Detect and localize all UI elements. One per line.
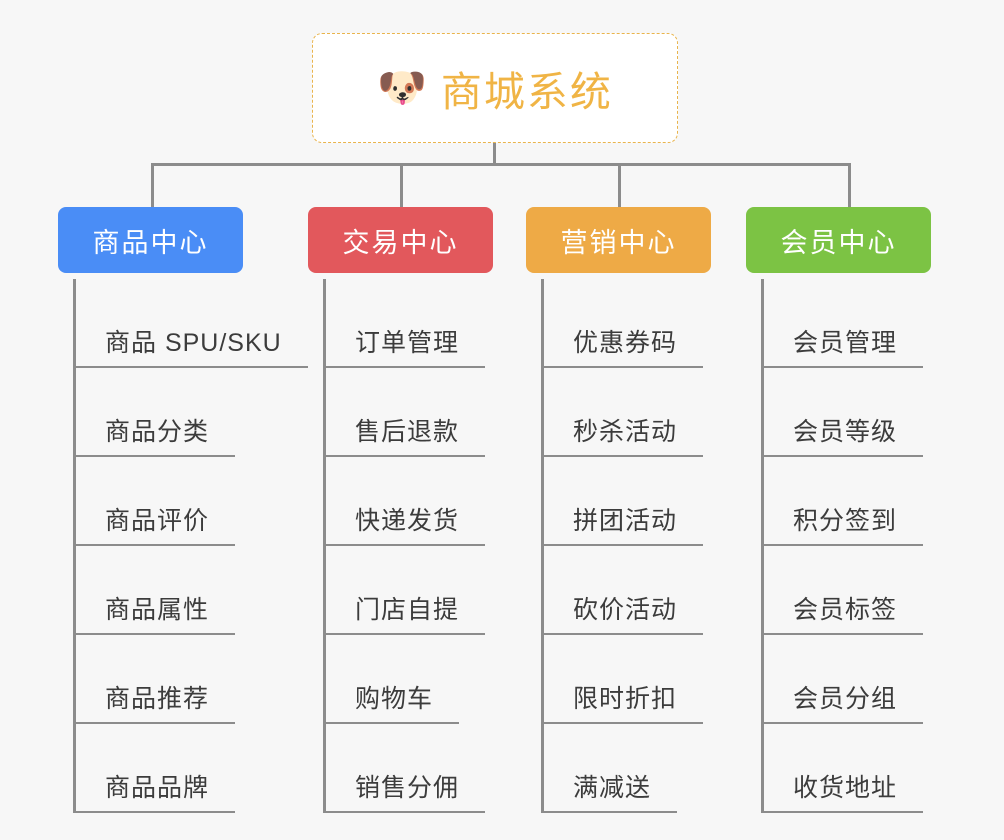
leaf-spine [761, 279, 764, 813]
category-title: 商品中心 [92, 227, 209, 258]
leaf-label: 订单管理 [355, 329, 460, 357]
leaf-item[interactable]: 会员等级 [761, 368, 924, 457]
leaf-item[interactable]: 砍价活动 [541, 546, 704, 635]
column-member-center: 会员中心 会员管理 会员等级 积分签到 会员标签 会员分组 收货地址 [746, 207, 931, 813]
leaf-item[interactable]: 快递发货 [323, 457, 486, 546]
leaf-label: 优惠券码 [573, 329, 678, 357]
column-trade-center: 交易中心 订单管理 售后退款 快递发货 门店自提 购物车 销售分佣 [308, 207, 493, 813]
drop-member-center [848, 163, 851, 209]
drop-trade-center [400, 163, 403, 209]
root-title: 商城系统 [440, 69, 613, 115]
leaf-item[interactable]: 商品推荐 [73, 635, 236, 724]
leaf-item[interactable]: 商品分类 [73, 368, 236, 457]
leaf-label: 商品属性 [105, 596, 210, 624]
leaf-label: 拼团活动 [573, 507, 678, 535]
leaf-item[interactable]: 商品品牌 [73, 724, 236, 813]
leaf-label: 商品评价 [105, 507, 210, 535]
leaf-item[interactable]: 拼团活动 [541, 457, 704, 546]
leaf-spine [323, 279, 326, 813]
leaf-item[interactable]: 订单管理 [323, 279, 486, 368]
leaf-item[interactable]: 商品评价 [73, 457, 236, 546]
root-node[interactable]: 🐶 商城系统 [312, 33, 678, 143]
leaf-label: 秒杀活动 [573, 418, 678, 446]
category-bus [151, 163, 851, 166]
leaf-item[interactable]: 优惠券码 [541, 279, 704, 368]
leaf-label: 会员标签 [793, 596, 898, 624]
leaf-label: 销售分佣 [355, 774, 460, 802]
leaf-item[interactable]: 商品属性 [73, 546, 236, 635]
drop-marketing-center [618, 163, 621, 209]
root-stem [493, 143, 496, 165]
leaf-label: 商品品牌 [105, 774, 210, 802]
leaf-label: 商品分类 [105, 418, 210, 446]
leaf-spine [541, 279, 544, 813]
leaf-label: 会员分组 [793, 685, 898, 713]
leaf-item[interactable]: 会员分组 [761, 635, 924, 724]
leaf-label: 积分签到 [793, 507, 898, 535]
leaf-label: 限时折扣 [573, 685, 678, 713]
leaf-item[interactable]: 会员管理 [761, 279, 924, 368]
category-header-marketing-center[interactable]: 营销中心 [526, 207, 711, 273]
leaf-label: 门店自提 [355, 596, 460, 624]
leaf-item[interactable]: 门店自提 [323, 546, 486, 635]
leaf-label: 砍价活动 [573, 596, 678, 624]
leaf-label: 商品推荐 [105, 685, 210, 713]
column-product-center: 商品中心 商品 SPU/SKU 商品分类 商品评价 商品属性 商品推荐 商品品牌 [58, 207, 308, 813]
leaf-label: 满减送 [573, 774, 652, 802]
leaf-item[interactable]: 售后退款 [323, 368, 486, 457]
leaf-label: 快递发货 [355, 507, 460, 535]
leaf-item[interactable]: 限时折扣 [541, 635, 704, 724]
leaf-label: 会员管理 [793, 329, 898, 357]
leaf-item[interactable]: 积分签到 [761, 457, 924, 546]
shiba-dog-emoji: 🐶 [377, 66, 427, 110]
category-header-member-center[interactable]: 会员中心 [746, 207, 931, 273]
category-title: 交易中心 [342, 227, 459, 258]
category-header-product-center[interactable]: 商品中心 [58, 207, 243, 273]
leaf-label: 会员等级 [793, 418, 898, 446]
leaf-label: 购物车 [355, 685, 434, 713]
leaf-item[interactable]: 会员标签 [761, 546, 924, 635]
leaf-label: 商品 SPU/SKU [105, 329, 282, 357]
column-marketing-center: 营销中心 优惠券码 秒杀活动 拼团活动 砍价活动 限时折扣 满减送 [526, 207, 711, 813]
leaf-item[interactable]: 销售分佣 [323, 724, 486, 813]
leaf-item[interactable]: 购物车 [323, 635, 460, 724]
leaf-item[interactable]: 商品 SPU/SKU [73, 279, 308, 368]
category-title: 会员中心 [780, 227, 897, 258]
leaf-item[interactable]: 秒杀活动 [541, 368, 704, 457]
leaf-item[interactable]: 收货地址 [761, 724, 924, 813]
leaf-item[interactable]: 满减送 [541, 724, 678, 813]
category-header-trade-center[interactable]: 交易中心 [308, 207, 493, 273]
leaf-label: 售后退款 [355, 418, 460, 446]
category-title: 营销中心 [560, 227, 677, 258]
leaf-label: 收货地址 [793, 774, 898, 802]
drop-product-center [151, 163, 154, 209]
leaf-spine [73, 279, 76, 813]
